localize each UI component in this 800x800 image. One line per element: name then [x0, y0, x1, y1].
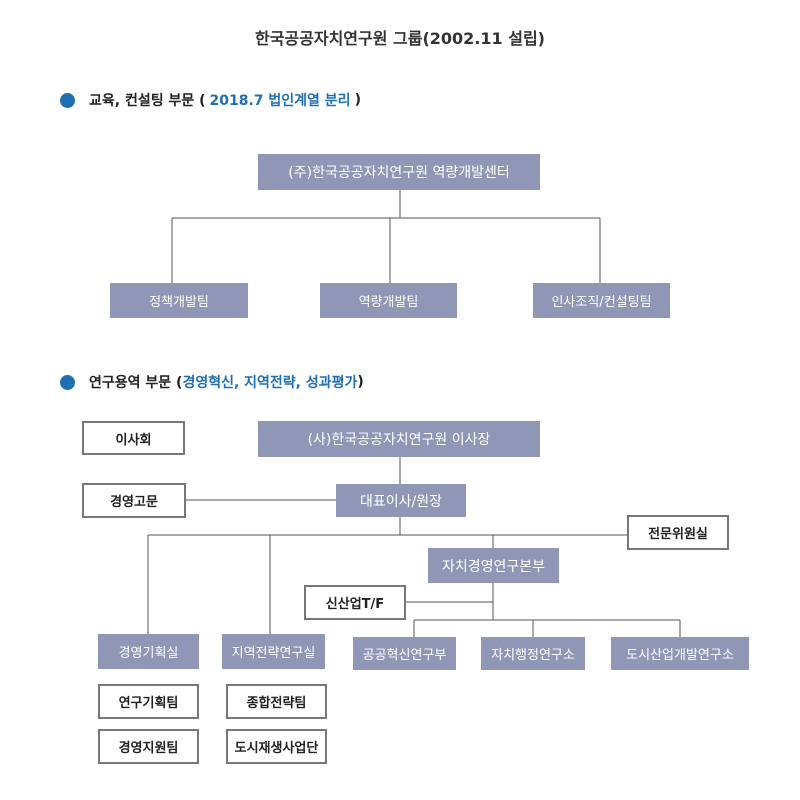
bullet-dot-icon [60, 92, 75, 108]
ceo-box: 대표이사/원장 [336, 484, 466, 517]
dept-box-local-admin: 자치행정연구소 [481, 637, 585, 670]
committee-box: 전문위원실 [627, 515, 729, 550]
section-education-consulting: 교육, 컨설팅 부문 ( 2018.7 법인계열 분리 ) [60, 90, 361, 110]
tf-box: 신산업T/F [304, 585, 406, 620]
section-label: 연구용역 부문 ( [89, 375, 183, 391]
office-box-management: 경영기획실 [98, 634, 199, 669]
section-close: ) [354, 92, 361, 108]
section-label: 교육, 컨설팅 부문 ( [89, 93, 206, 109]
section-research-service: 연구용역 부문 ( 경영혁신, 지역전략, 성과평가 ) [60, 372, 364, 392]
advisor-box: 경영고문 [82, 483, 186, 518]
sub-team-urban-regeneration: 도시재생사업단 [226, 729, 327, 764]
team-box-competency: 역량개발팀 [320, 283, 457, 318]
dept-box-urban-industry: 도시산업개발연구소 [611, 637, 749, 670]
office-box-regional: 지역전략연구실 [222, 634, 325, 669]
hq-box: 자치경영연구본부 [428, 548, 559, 583]
section-highlight: 2018.7 법인계열 분리 [209, 93, 351, 109]
bullet-dot-icon [60, 374, 75, 390]
section-close: ) [357, 374, 364, 390]
team-box-policy: 정책개발팀 [110, 283, 248, 318]
chairman-box: (사)한국공공자치연구원 이사장 [258, 421, 540, 457]
dept-box-public-innovation: 공공혁신연구부 [353, 637, 456, 670]
section-highlight: 경영혁신, 지역전략, 성과평가 [182, 375, 358, 391]
board-box: 이사회 [82, 421, 185, 455]
page-title: 한국공공자치연구원 그룹(2002.11 설립) [254, 29, 545, 48]
center-box: (주)한국공공자치연구원 역량개발센터 [258, 154, 540, 190]
team-box-hr-consulting: 인사조직/컨설팅팀 [533, 283, 670, 318]
sub-team-comprehensive-strategy: 종합전략팀 [226, 684, 327, 719]
sub-team-management-support: 경영지원팀 [98, 729, 199, 764]
sub-team-research-planning: 연구기획팀 [98, 684, 199, 719]
